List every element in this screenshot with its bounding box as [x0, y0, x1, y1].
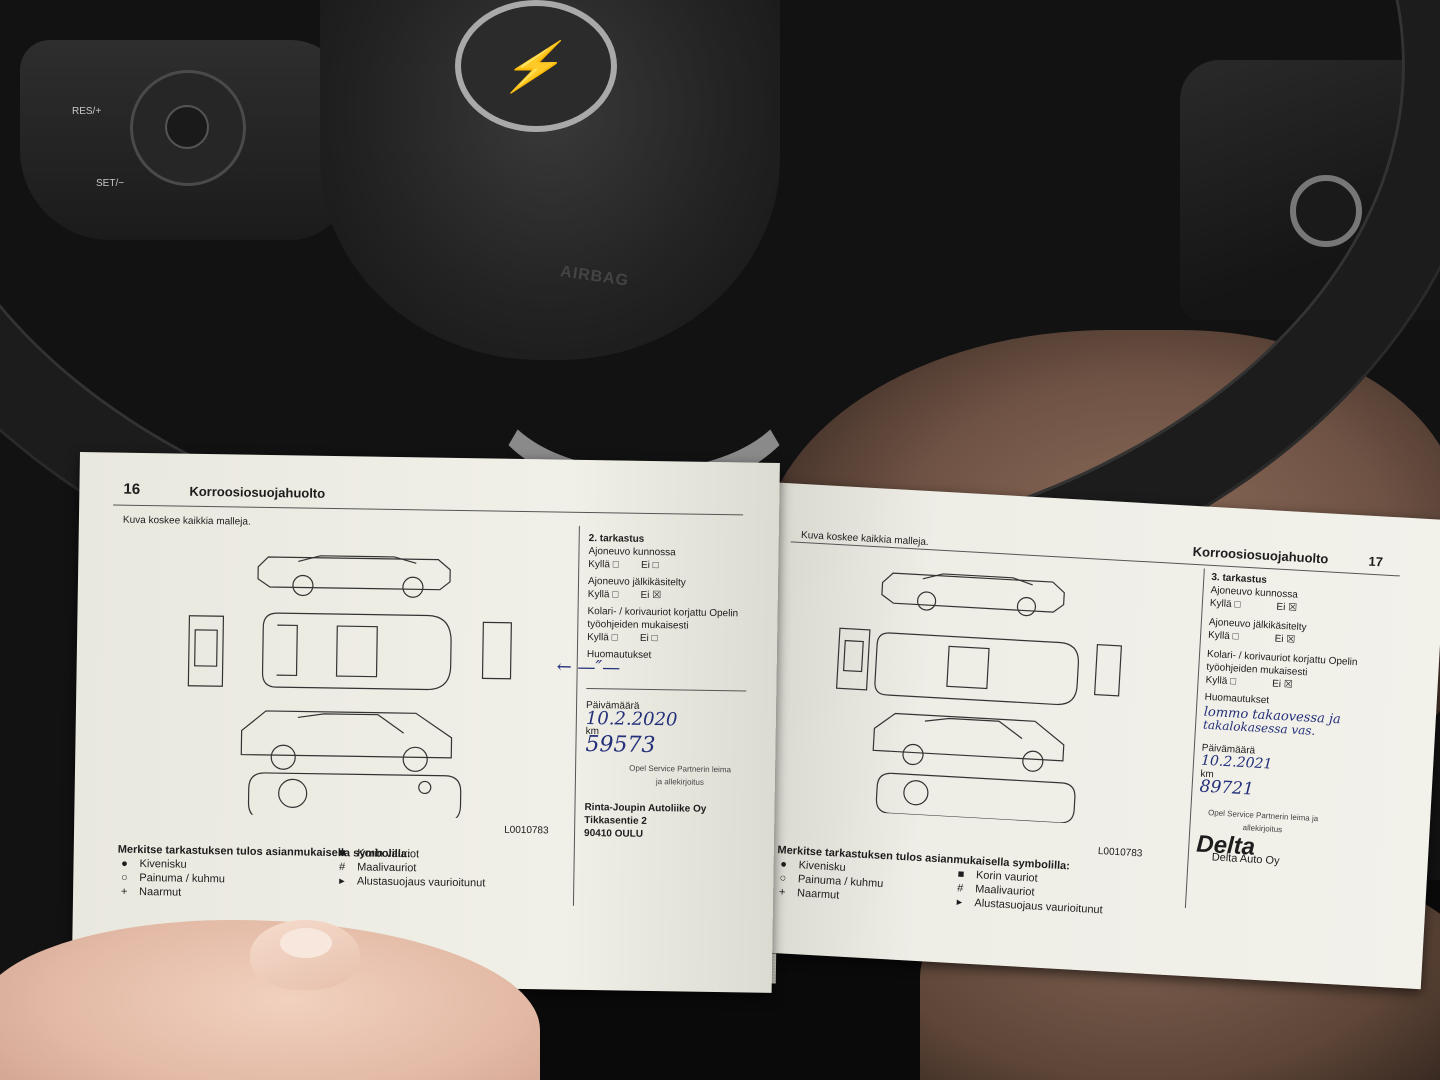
inspection-form: 2. tarkastus Ajoneuvo kunnossa Kyllä □ E… — [557, 532, 759, 843]
dot-icon: ● — [121, 857, 128, 870]
hash-icon: # — [338, 861, 346, 874]
symbol-legend: Merkitse tarkastuksen tulos asianmukaise… — [775, 843, 1106, 917]
page-title: Korroosiosuojahuolto — [189, 483, 326, 501]
inspection-form: 3. tarkastus Ajoneuvo kunnossa Kyllä □ E… — [1195, 571, 1401, 874]
arrow-icon: ▸ — [339, 875, 345, 888]
set-label: SET/− — [96, 178, 125, 189]
square-icon: ■ — [338, 847, 346, 860]
opel-logo: ⚡ — [455, 0, 617, 132]
thumbnail — [280, 928, 332, 958]
page-number: 16 — [123, 480, 141, 498]
arrow-icon: ▸ — [956, 896, 963, 909]
collision-label: Kolari- / korivauriot korjattu Opelin ty… — [587, 605, 739, 632]
car-diagram — [184, 544, 518, 819]
remarks-handwriting: ← —″— — [556, 656, 621, 679]
symbol-legend: Merkitse tarkastuksen tulos asianmukaise… — [117, 843, 486, 899]
dealer-stamp: Rinta-Joupin Autoliike Oy Tikkasentie 2 … — [583, 801, 707, 840]
booklet-page-16: 16 Korroosiosuojahuolto Kuva koskee kaik… — [71, 452, 780, 993]
plus-icon: + — [120, 885, 128, 898]
cruise-control-button — [165, 105, 209, 149]
res-label: RES/+ — [72, 106, 102, 117]
diagram-code: L0010783 — [504, 824, 549, 837]
page-number: 17 — [1368, 553, 1384, 570]
page-note: Kuva koskee kaikkia malleja. — [122, 514, 251, 528]
diagram-code: L0010783 — [1097, 845, 1143, 860]
circle-icon: ○ — [120, 871, 128, 884]
vehicle-condition-options: Kyllä □ Ei □ — [588, 558, 659, 572]
plus-icon: + — [778, 886, 786, 899]
square-icon: ■ — [957, 868, 965, 881]
hash-icon: # — [956, 882, 964, 895]
date-handwriting: 10.2.2020 — [585, 707, 678, 731]
page-title: Korroosiosuojahuolto — [1192, 543, 1329, 567]
opel-bolt-icon: ⚡ — [496, 40, 576, 94]
dot-icon: ● — [780, 858, 788, 871]
booklet-page-17: Kuva koskee kaikkia malleja. Korroosiosu… — [741, 482, 1440, 990]
circle-icon: ○ — [779, 872, 787, 885]
collision-options: Kyllä □ Ei □ — [587, 631, 658, 645]
stamp-label: Opel Service Partnerin leima ja allekirj… — [629, 763, 732, 787]
post-treated-options: Kyllä □ Ei ☒ — [587, 588, 662, 602]
km-handwriting: 59573 — [585, 731, 656, 759]
car-diagram — [820, 560, 1133, 826]
